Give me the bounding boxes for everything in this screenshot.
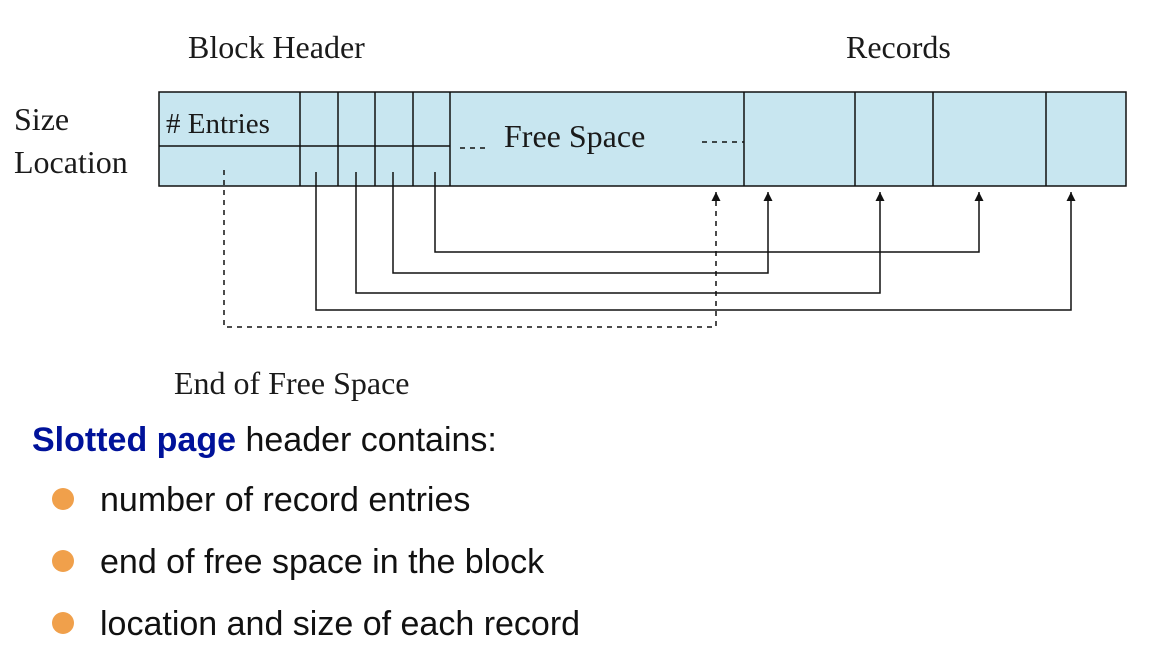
pointer-end-of-free-space xyxy=(223,170,721,328)
bullet-item: location and size of each record xyxy=(52,602,580,646)
pointer-slot-4-to-record-3 xyxy=(434,172,984,253)
bullet-text: end of free space in the block xyxy=(100,543,545,581)
pointer-slot-3-to-record-1 xyxy=(392,172,773,274)
size-label: Size xyxy=(14,101,69,137)
bullet-dot-icon xyxy=(52,612,74,635)
bullet-dot-icon xyxy=(52,550,74,573)
entries-label: # Entries xyxy=(166,108,270,140)
bullet-item: number of record entries xyxy=(52,478,470,522)
slotted-page-heading: Slotted page header contains: xyxy=(32,418,497,462)
block-outline xyxy=(158,91,1127,187)
end-of-free-space-label: End of Free Space xyxy=(174,365,409,401)
bullet-text: number of record entries xyxy=(100,481,471,519)
pointer-slot-2-to-record-2 xyxy=(355,172,885,294)
bullet-dot-icon xyxy=(52,488,74,511)
pointer-slot-1-to-record-4 xyxy=(315,172,1076,311)
bullet-text: location and size of each record xyxy=(100,605,581,643)
location-label: Location xyxy=(14,144,128,180)
heading-rest: header contains: xyxy=(236,421,497,459)
free-space-label: Free Space xyxy=(504,118,645,154)
heading-highlight: Slotted page xyxy=(32,421,237,459)
block-header-label: Block Header xyxy=(188,29,365,65)
bullet-item: end of free space in the block xyxy=(52,540,544,584)
records-label: Records xyxy=(846,29,951,65)
